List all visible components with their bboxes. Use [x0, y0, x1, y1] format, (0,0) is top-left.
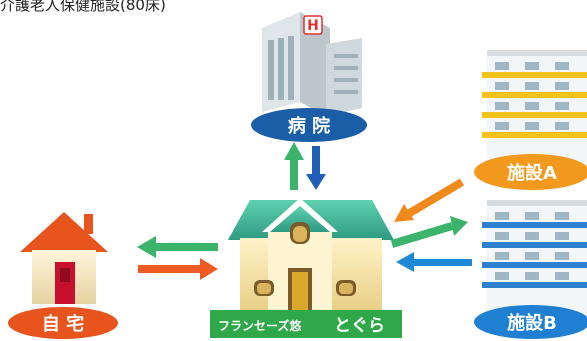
facility-b-label-text: 施設B — [507, 312, 557, 334]
hospital-label-text: 病 院 — [288, 115, 330, 137]
center-label: フランセーズ悠 とぐら — [210, 310, 402, 338]
hospital-building: H — [262, 12, 362, 118]
center-label-place: とぐら — [334, 316, 385, 336]
facility-a-building — [482, 50, 587, 164]
arrow-facility-b-to-center — [396, 252, 472, 272]
hospital-sign: H — [307, 18, 319, 34]
arrow-home-to-center — [138, 258, 218, 280]
hospital-label: 病 院 — [251, 108, 367, 142]
arrow-facility-a-to-center — [394, 178, 465, 222]
home-house — [20, 212, 108, 304]
arrow-center-to-hospital — [284, 142, 304, 190]
center-label-name: フランセーズ悠 — [218, 318, 302, 333]
facility-a-label-text: 施設A — [507, 162, 557, 184]
page-heading: 介護老人保健施設(80床) — [0, 0, 166, 14]
arrow-center-to-home — [137, 236, 218, 258]
arrow-center-to-facility-a — [390, 216, 468, 248]
facility-a-label: 施設A — [474, 154, 587, 190]
home-label-text: 自 宅 — [42, 313, 84, 335]
home-label: 自 宅 — [8, 307, 118, 339]
facility-b-label: 施設B — [474, 305, 587, 339]
arrow-hospital-to-center — [306, 146, 326, 190]
center-house — [228, 198, 394, 310]
facility-b-building — [482, 200, 587, 314]
